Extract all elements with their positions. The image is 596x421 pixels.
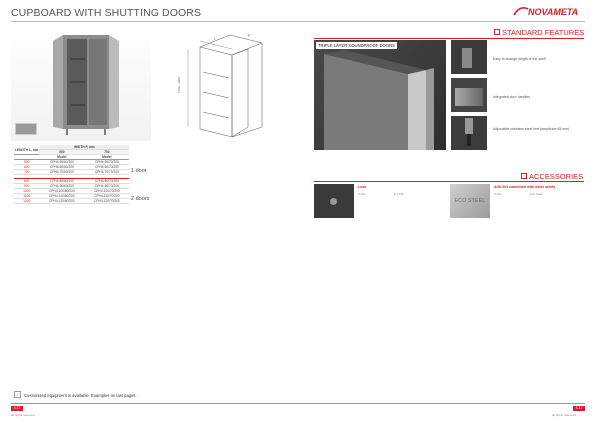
dim-depth-label: P bbox=[248, 34, 251, 38]
cell-model: CPH4-60/60/200 bbox=[39, 164, 85, 171]
cell-model: CPH4-80/70/200 bbox=[84, 178, 130, 185]
accessory-name-eco-steel: AISI 304 combined with other steels bbox=[494, 185, 556, 189]
eco-steel-badge: ECO STEEL bbox=[454, 198, 486, 204]
cell-length: 500 bbox=[14, 159, 40, 166]
cell-length: 900 bbox=[14, 183, 40, 190]
shelf-support-icon bbox=[462, 48, 472, 68]
spec-table: LENGTH L, mm WIDTH P, mm 600 700 Model M… bbox=[14, 145, 130, 205]
cell-model: CPH4-80/60/200 bbox=[39, 178, 85, 185]
header-rule bbox=[11, 21, 585, 22]
section-icon bbox=[521, 173, 527, 179]
cell-model: CPH4-90/70/200 bbox=[84, 183, 130, 190]
cell-length: 1200 bbox=[14, 198, 40, 205]
accessory-code-eco-steel: Eco Steel bbox=[530, 192, 543, 196]
accessory-code-lock: E.7105 bbox=[394, 192, 404, 196]
feature-photo-handles bbox=[451, 78, 487, 112]
footer-rule bbox=[11, 403, 585, 404]
accessory-name-lock: Lock bbox=[358, 185, 367, 189]
sub-col-600: 600 bbox=[39, 149, 85, 156]
group-label-2-doors: 2 doors bbox=[131, 196, 150, 202]
accessories-heading: ACCESSORIES bbox=[521, 172, 583, 181]
feature-photo-shelf bbox=[451, 40, 487, 74]
cell-length: 1100 bbox=[14, 193, 40, 200]
cell-model: CPH4-70/60/200 bbox=[39, 169, 85, 176]
cell-model: CPH4-90/60/200 bbox=[39, 183, 85, 190]
doors-photo: TRIPLE LAYER SOUNDPROOF DOORS bbox=[314, 40, 446, 150]
accessories-rule bbox=[314, 181, 584, 182]
cell-model: CPH4-60/70/200 bbox=[84, 164, 130, 171]
brand-logo: NOVAMETA bbox=[512, 3, 582, 19]
cell-length: 1000 bbox=[14, 188, 40, 195]
standard-features-heading: STANDARD FEATURES bbox=[494, 28, 584, 37]
copyright-right: all rights reserved bbox=[552, 413, 576, 417]
dim-width-label: L bbox=[214, 37, 216, 41]
page-number-right: 4.17 bbox=[573, 406, 585, 411]
cell-model: CPH4-50/60/200 bbox=[39, 159, 85, 166]
feature-text-shelf: Easy to change height of the shelf bbox=[493, 57, 546, 61]
accessory-photo-eco-steel: ECO STEEL bbox=[450, 184, 490, 218]
svg-text:NOVAMETA: NOVAMETA bbox=[528, 7, 578, 17]
cell-length: 800 bbox=[14, 178, 40, 185]
cell-model: CPH4-100/60/200 bbox=[39, 188, 85, 195]
standard-features-rule bbox=[314, 38, 584, 39]
cell-model: CPH4-120/60/200 bbox=[39, 198, 85, 205]
cell-model: CPH4-70/70/200 bbox=[84, 169, 130, 176]
cell-length: 600 bbox=[14, 164, 40, 171]
page-number-left: 4.17 bbox=[11, 406, 23, 411]
cell-model: CPH4-120/70/200 bbox=[84, 198, 130, 205]
feature-photo-feet bbox=[451, 116, 487, 150]
dim-height-label: 1700 - 2000 bbox=[177, 77, 181, 93]
cell-model: CPH4-110/70/200 bbox=[84, 193, 130, 200]
col-header-length: LENGTH L, mm bbox=[14, 145, 40, 156]
section-icon bbox=[494, 29, 500, 35]
page-title: CUPBOARD WITH SHUTTING DOORS bbox=[11, 7, 202, 19]
accessory-code-label-lock: Code bbox=[358, 192, 366, 196]
copyright-left: all rights reserved bbox=[11, 413, 35, 417]
technical-drawing: 1700 - 2000 L P bbox=[170, 27, 282, 141]
col-header-width: WIDTH P, mm bbox=[39, 145, 130, 151]
lock-icon bbox=[330, 198, 337, 205]
sub-col-700: 700 bbox=[84, 149, 130, 156]
adjustable-foot-icon bbox=[465, 118, 473, 134]
feature-text-feet: Adjustable stainless steel feet (amplitu… bbox=[493, 127, 570, 131]
door-handle-icon bbox=[455, 88, 483, 106]
info-icon: i bbox=[14, 391, 21, 398]
accessory-photo-lock bbox=[314, 184, 354, 218]
cell-model: CPH4-110/60/200 bbox=[39, 193, 85, 200]
thumbnail-icon[interactable] bbox=[15, 123, 37, 135]
doors-photo-caption: TRIPLE LAYER SOUNDPROOF DOORS bbox=[316, 42, 397, 49]
product-photo bbox=[11, 27, 151, 141]
feature-text-handles: Integrated door handles bbox=[493, 95, 530, 99]
accessory-code-label-eco-steel: Code bbox=[494, 192, 502, 196]
cell-model: CPH4-50/70/200 bbox=[84, 159, 130, 166]
cell-length: 700 bbox=[14, 169, 40, 176]
cell-model: CPH4-100/70/200 bbox=[84, 188, 130, 195]
customised-note: Customised equipment is available. Examp… bbox=[24, 393, 137, 398]
group-label-1-door: 1 door bbox=[131, 168, 147, 174]
